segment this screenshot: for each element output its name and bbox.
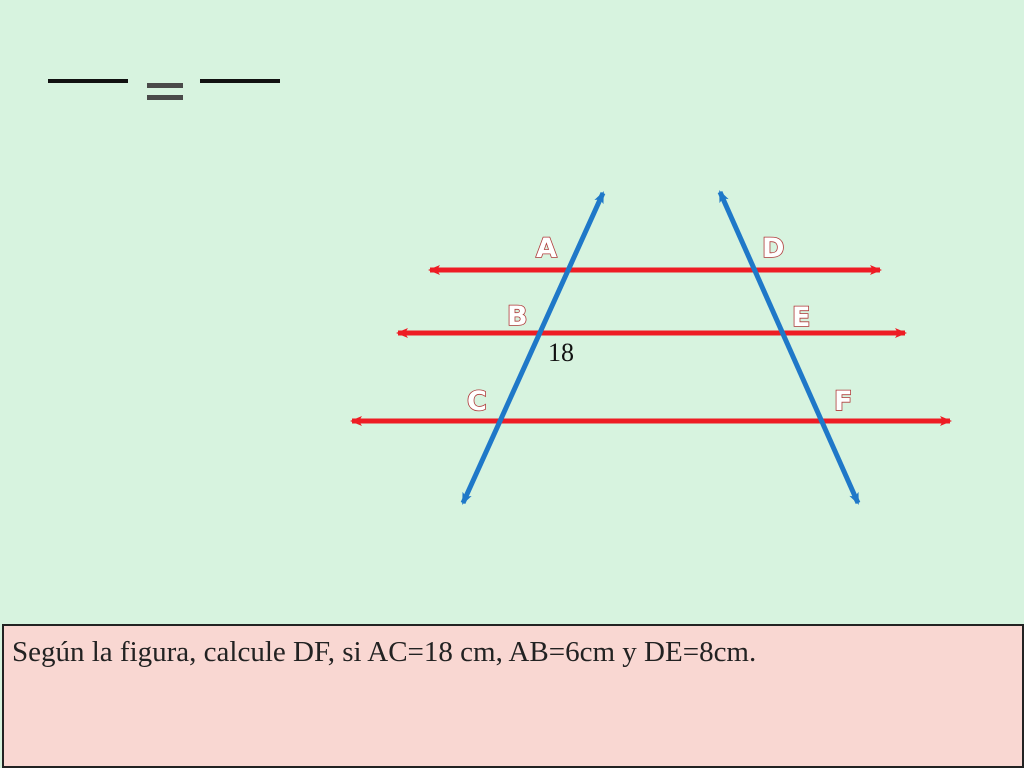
equals-sign-top-bar	[147, 83, 183, 88]
point-label-d: D	[762, 233, 784, 264]
transversal-right	[717, 190, 861, 505]
equals-sign-bottom-bar	[147, 95, 183, 100]
point-label-a: A	[536, 233, 557, 264]
transversal-left	[460, 191, 606, 505]
segment-length-label: 18	[548, 338, 574, 367]
problem-statement: Según la figura, calcule DF, si AC=18 cm…	[12, 636, 757, 668]
point-label-c: C	[467, 386, 487, 417]
point-label-b: B	[507, 301, 528, 332]
left-fraction-blank	[48, 79, 128, 83]
point-label-e: E	[792, 302, 810, 333]
right-fraction-blank	[200, 79, 280, 83]
point-label-f: F	[834, 386, 852, 417]
problem-box: Según la figura, calcule DF, si AC=18 cm…	[2, 624, 1024, 768]
